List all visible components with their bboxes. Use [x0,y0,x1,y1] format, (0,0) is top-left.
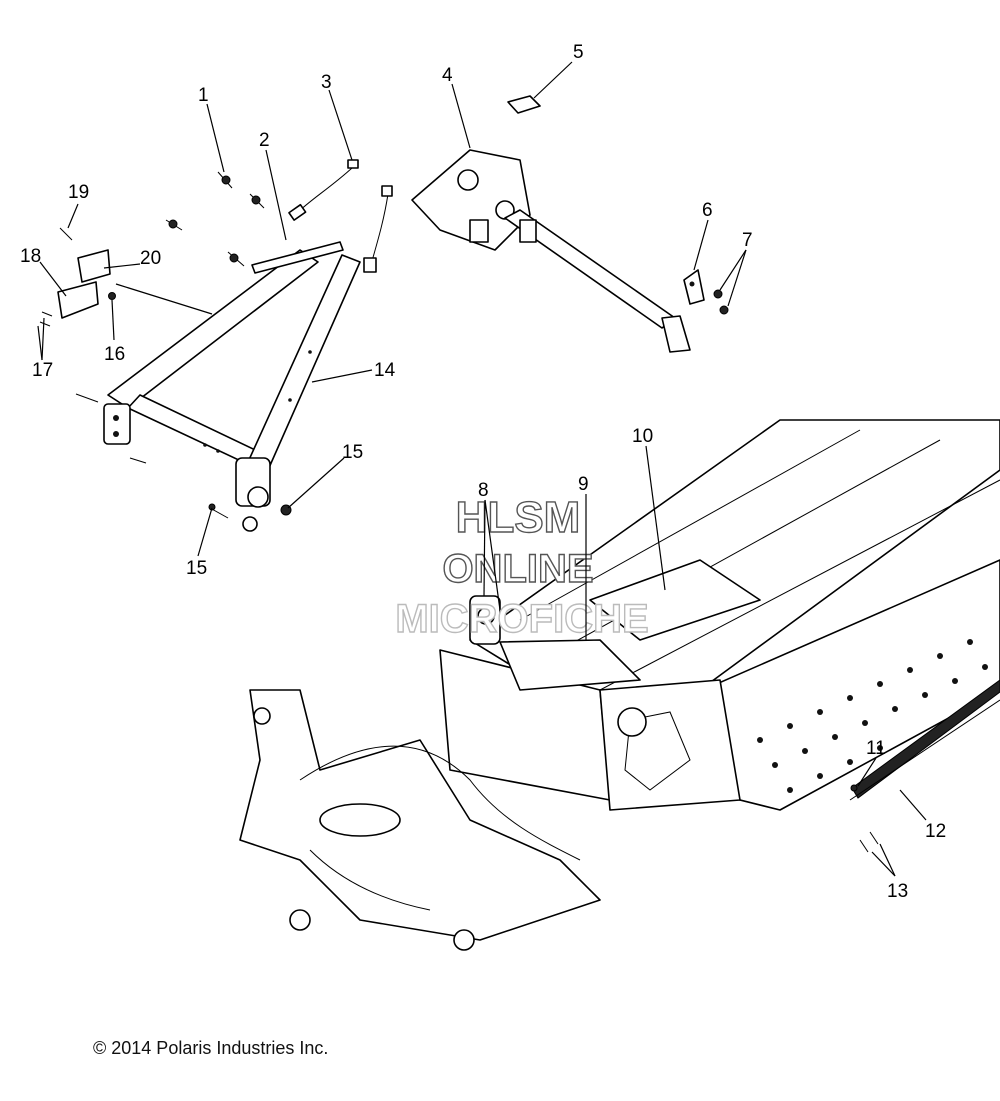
part-12-rail [849,679,1000,853]
callout-17: 17 [32,360,53,381]
callout-3: 3 [321,72,332,93]
part-2-strip [251,241,344,274]
callout-9: 9 [578,474,589,495]
callout-labels: 1 2 3 4 5 6 7 8 9 10 11 12 13 14 15 15 1… [20,42,946,902]
callout-11: 11 [866,738,886,759]
callout-15-lower: 15 [186,558,207,579]
callout-14: 14 [374,360,396,381]
chassis-assembly [239,419,1000,951]
callout-20: 20 [140,248,161,269]
side-panel-holes [757,639,988,793]
callout-5: 5 [573,42,584,63]
callout-6: 6 [702,200,713,221]
leader-lines [37,61,927,877]
callout-7: 7 [742,230,753,251]
callout-1: 1 [198,85,209,106]
callout-15-upper: 15 [342,442,363,463]
callout-4: 4 [442,65,453,86]
part-5-block [507,95,541,114]
copyright-notice: © 2014 Polaris Industries Inc. [93,1038,329,1058]
watermark-line-3: MICROFICHE [395,597,648,641]
watermark-line-1: HLSM [456,493,581,542]
watermark-line-2: ONLINE [442,547,593,591]
callout-8: 8 [478,480,489,501]
callout-13: 13 [887,881,908,902]
part-1-bolts [165,171,265,267]
part-3-harness [288,159,393,273]
callout-16: 16 [104,344,125,365]
callout-18: 18 [20,246,41,267]
callout-2: 2 [259,130,270,151]
watermark: HLSM ONLINE MICROFICHE [395,492,650,641]
part-4-steering-post [411,149,691,353]
callout-19: 19 [68,182,89,203]
callout-10: 10 [632,426,653,447]
callout-12: 12 [925,821,946,842]
front-strut-assembly [75,249,361,532]
part-18-20-bracket [39,227,116,327]
part-6-7-bracket [683,269,729,315]
